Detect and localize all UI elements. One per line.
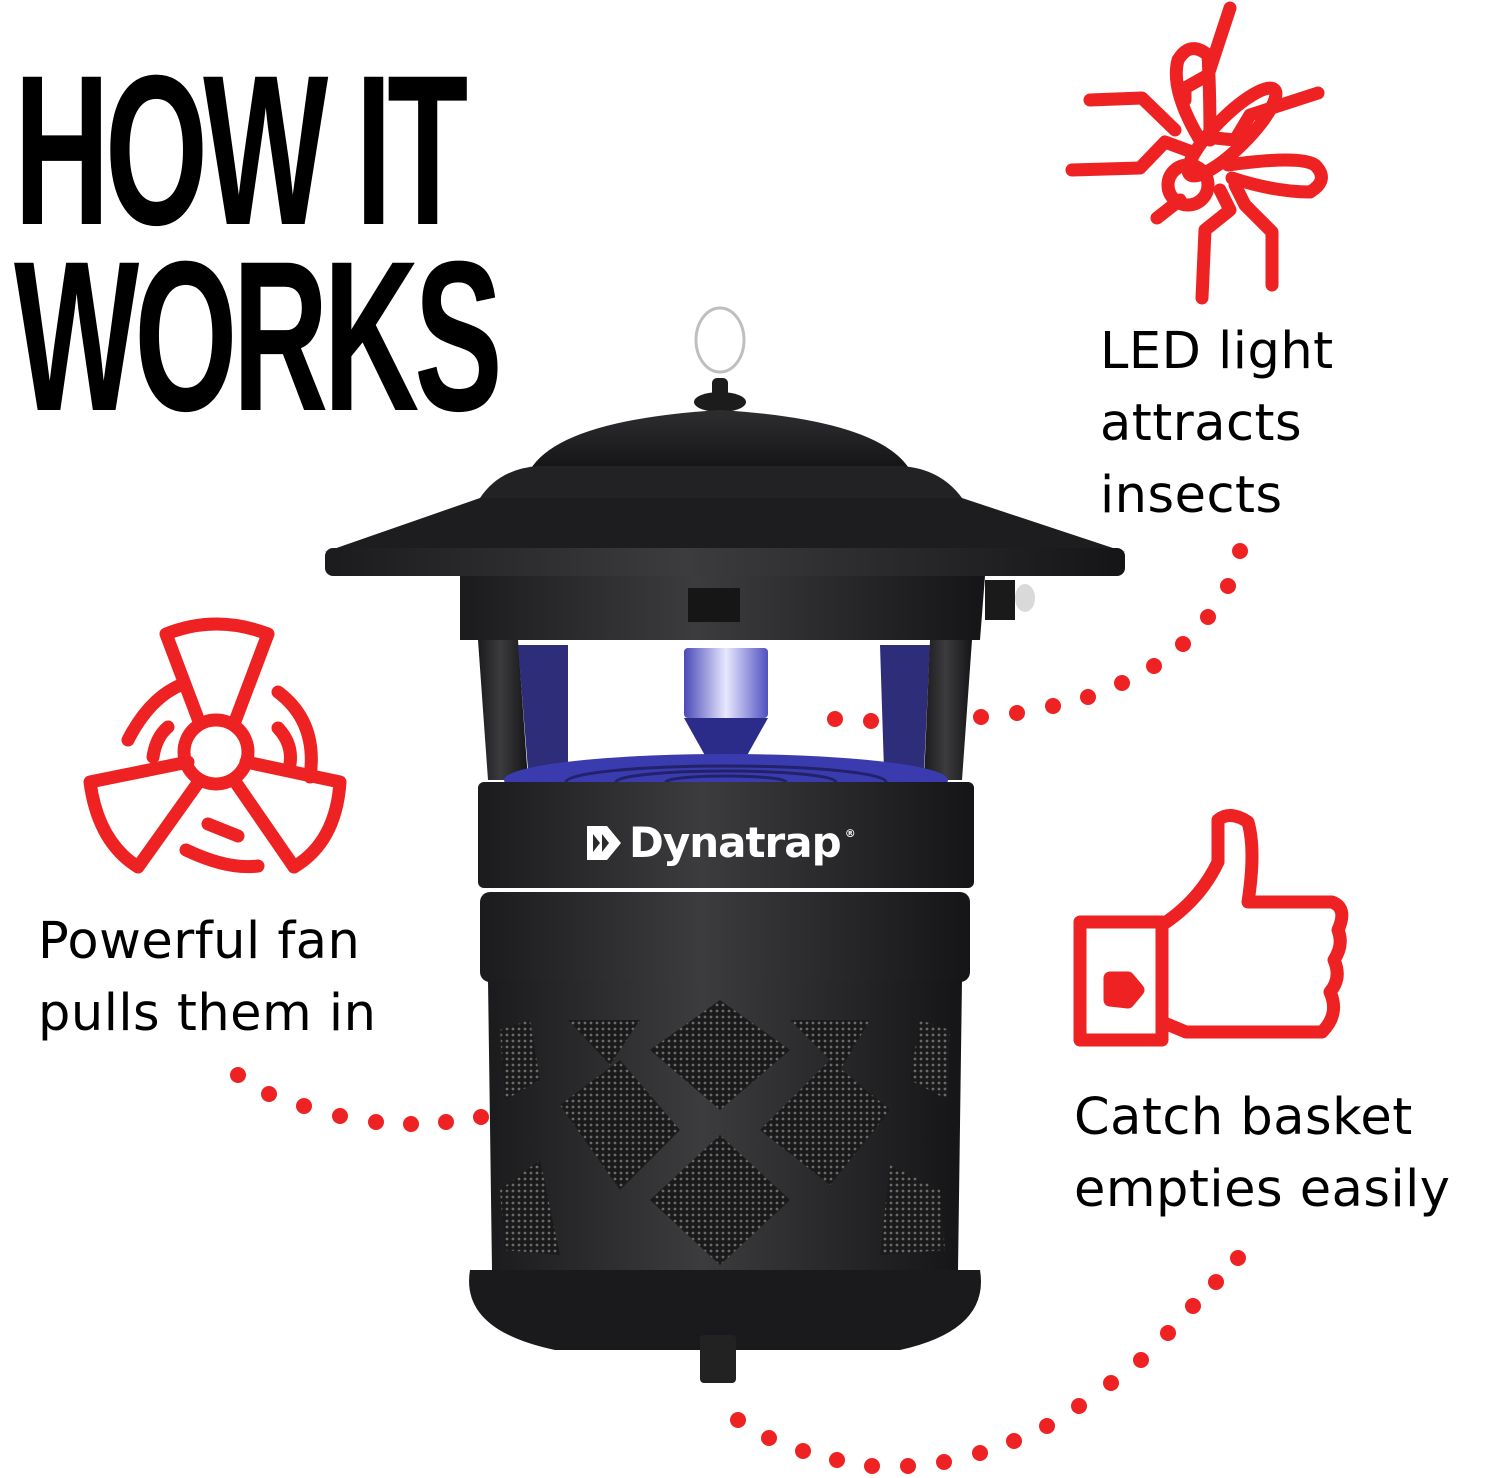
page-title: HOW IT WORKS: [14, 31, 503, 456]
fan-icon: [78, 612, 358, 874]
feature-caption-fan: Powerful fan pulls them in: [38, 912, 377, 1043]
mosquito-icon: [1060, 0, 1370, 310]
feature-caption-basket: Catch basket empties easily: [1074, 1088, 1451, 1219]
product-image: [320, 305, 1140, 1435]
thumbs-up-icon: [1070, 800, 1360, 1050]
headline-line-2: WORKS: [14, 217, 503, 456]
brand-logo: Dynatrap ®: [583, 818, 856, 867]
dynatrap-chevron-icon: [587, 825, 621, 860]
headline-line-1: HOW IT: [14, 31, 468, 270]
brand-name: Dynatrap: [629, 818, 842, 867]
registered-mark: ®: [844, 827, 856, 840]
feature-caption-led: LED light attracts insects: [1100, 322, 1334, 525]
